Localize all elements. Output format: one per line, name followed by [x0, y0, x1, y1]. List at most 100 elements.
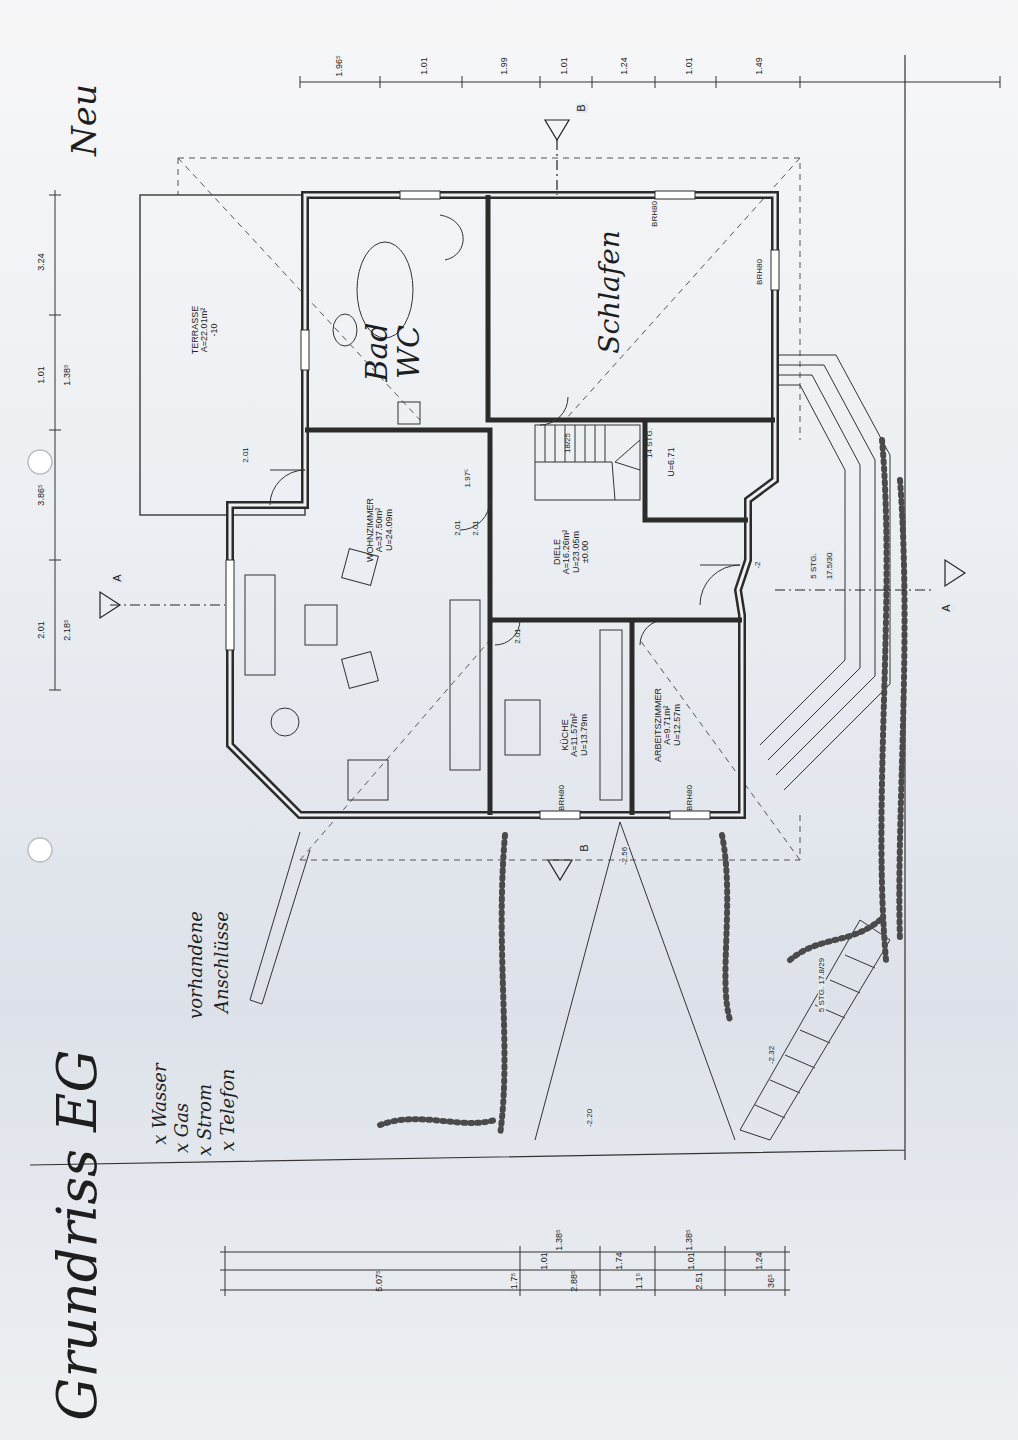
- entrance-steps: [760, 385, 845, 745]
- punch-hole: [28, 450, 52, 862]
- furniture: [271, 708, 299, 736]
- furniture: [600, 630, 622, 800]
- room-name: ARBEITSZIMMER: [654, 688, 663, 762]
- hedge: [380, 440, 905, 1135]
- plan-annotation: BRH80: [686, 785, 694, 811]
- plan-annotation: 1.97⁵: [464, 469, 472, 488]
- staircase: [535, 425, 640, 500]
- hedge: [722, 835, 730, 1020]
- furniture: [450, 600, 480, 770]
- door-swing: [270, 470, 305, 505]
- dimension-text: 1.7⁵: [510, 1273, 519, 1289]
- section-letter: A: [112, 573, 124, 582]
- punch-hole: [28, 450, 52, 474]
- dimension-text: 1.01: [685, 57, 694, 75]
- handwritten-title: Grundriss EG: [50, 1049, 107, 1420]
- room-data: U=23.05m: [572, 530, 581, 574]
- door-swing: [640, 620, 665, 645]
- plan-annotation: -2.56: [621, 846, 629, 866]
- dimension-text: 3.86⁵: [37, 484, 46, 505]
- handwritten-note: Anschlüsse: [213, 911, 232, 1013]
- room-label: KÜCHEA=11.57m²U=13.79m: [561, 713, 589, 757]
- window: [226, 191, 779, 819]
- furniture: [342, 652, 379, 689]
- room-data: ±0.00: [581, 530, 590, 574]
- section-marker: [110, 140, 935, 605]
- section-letter: B: [579, 843, 591, 852]
- staircase: [535, 425, 640, 500]
- room-label: DIELEA=16.26m²U=23.05m±0.00: [553, 530, 591, 574]
- furniture: [398, 402, 420, 424]
- dimension-text: 2.88⁵: [570, 1270, 579, 1291]
- handwritten-note: x Strom: [196, 1084, 215, 1156]
- plan-annotation: 5 STG.: [810, 552, 818, 579]
- room-name: TERRASSE: [191, 306, 200, 355]
- furniture: [333, 314, 357, 346]
- window: [771, 250, 779, 290]
- section-marker: [545, 120, 572, 880]
- entrance-steps: [760, 355, 890, 790]
- dimension-text: 1.24: [755, 1252, 764, 1270]
- dimension-line: [220, 1246, 790, 1296]
- terrace-outline: [140, 195, 305, 515]
- window: [301, 330, 309, 370]
- roof-outline: [178, 158, 800, 860]
- section-marker: [100, 120, 965, 880]
- handwritten-note: x Wasser: [151, 1063, 170, 1144]
- garden-stairs: [755, 955, 875, 1118]
- dimension-text: 1.24: [620, 57, 629, 75]
- plan-annotation: BRH80: [756, 259, 764, 285]
- plan-annotation: 5 STG. 17.8/29: [818, 957, 826, 1013]
- plan-annotation: -2.32: [768, 1046, 776, 1064]
- dimension-text: 2.18⁵: [63, 619, 72, 640]
- window: [400, 191, 440, 199]
- section-letter: A: [941, 603, 953, 612]
- room-data: U=24.09m: [385, 498, 394, 562]
- room-name: U=6.71: [667, 447, 676, 476]
- dimension-line: [300, 76, 1000, 88]
- wall: [230, 195, 775, 815]
- door-swing: [700, 565, 740, 605]
- room-name: Schlafen: [595, 230, 624, 354]
- door-swing: [270, 397, 740, 645]
- room-label: TERRASSEA=22.01m²-10: [191, 306, 219, 355]
- room-name: KÜCHE: [561, 713, 570, 757]
- window: [670, 811, 710, 819]
- room-label: Schlafen: [595, 230, 624, 354]
- hedge: [899, 480, 904, 940]
- furniture: [245, 215, 622, 800]
- roof-outline: [178, 158, 800, 860]
- hedge: [881, 440, 886, 960]
- dimension-text: 1.38⁵: [685, 1229, 694, 1250]
- dimension-text: 1.74: [615, 1252, 624, 1270]
- terrace-outline: [140, 195, 305, 515]
- room-label: U=6.71: [667, 447, 676, 476]
- room: WOHNZIMMERA=37.50m²U=24.09m: [230, 430, 490, 815]
- room-name: DIELE: [553, 530, 562, 574]
- plan-annotation: 18/25: [564, 433, 572, 453]
- garden-stairs: [740, 920, 890, 1140]
- driveway: [250, 822, 735, 1140]
- dimension-text: 3.24: [37, 253, 46, 271]
- handwritten-note: Neu: [67, 84, 103, 156]
- section-letter: B: [576, 103, 588, 112]
- wall: [305, 195, 775, 815]
- window: [655, 191, 695, 199]
- handwritten-note: x Gas: [173, 1103, 192, 1153]
- dimension-text: 1.38⁵: [63, 364, 72, 385]
- dimension-line: [49, 190, 61, 690]
- wall: [230, 195, 775, 815]
- room-label: Bad WC: [361, 322, 424, 382]
- room: Bad WC: [305, 195, 485, 430]
- dimension-text: 36⁵: [767, 1274, 776, 1288]
- dimension-text: 1.38⁵: [555, 1229, 564, 1250]
- dimension-text: 1.01: [560, 57, 569, 75]
- room-data: U=13.79m: [580, 713, 589, 757]
- dimension-text: 2.01: [37, 621, 46, 639]
- hedge: [380, 1119, 495, 1125]
- dimension-text: 1.99: [500, 57, 509, 75]
- dimension-text: 1.01: [420, 57, 429, 75]
- room-data: A=9.71m²: [663, 688, 672, 762]
- dimension-text: 1.01: [37, 366, 46, 384]
